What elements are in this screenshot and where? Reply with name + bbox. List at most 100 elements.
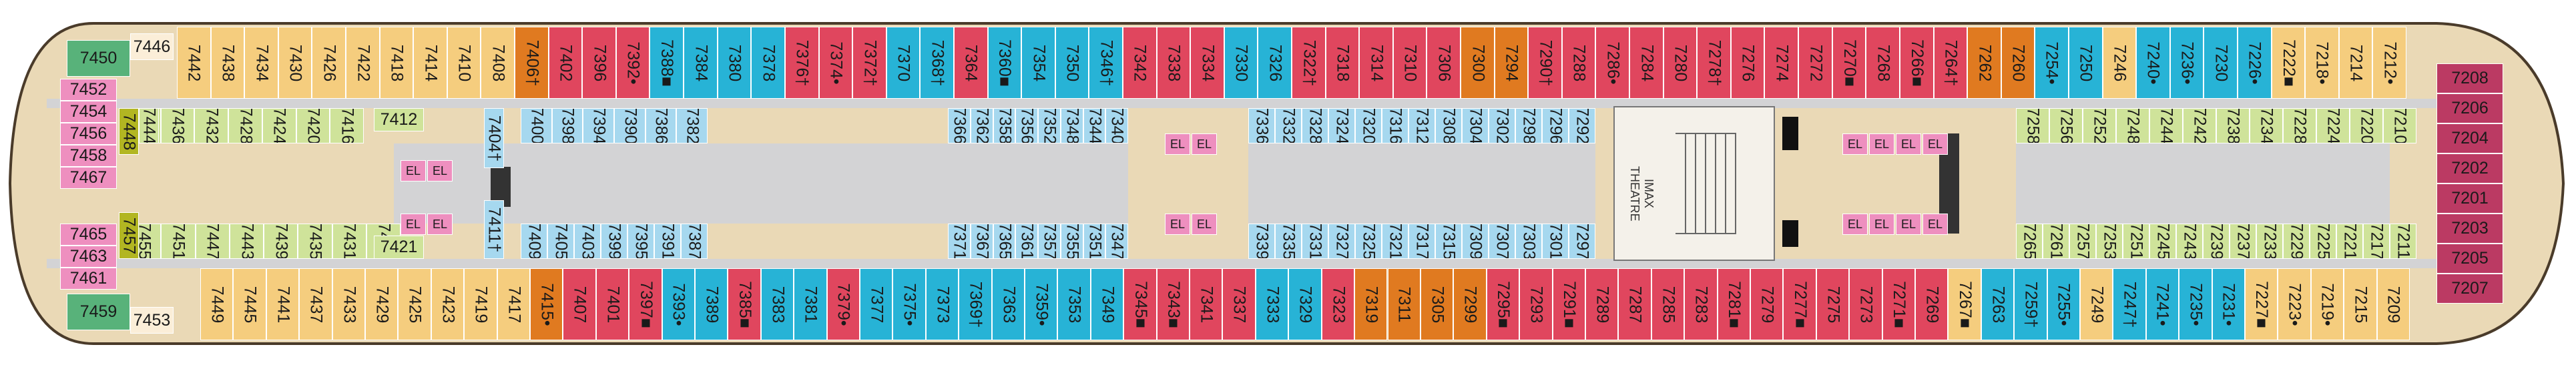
cabin-7235[interactable]: 7235• [2179,268,2212,340]
cabin-7386[interactable]: 7386 [645,108,677,143]
cabin-7309[interactable]: 7309 [1462,224,1489,259]
cabin-7442[interactable]: 7442 [177,27,211,99]
cabin-7305[interactable]: 7305 [1420,268,1454,340]
cabin-7307[interactable]: 7307 [1489,224,1515,259]
cabin-7247[interactable]: 7247† [2113,268,2146,340]
cabin-7421[interactable]: 7421 [374,236,424,259]
cabin-7302[interactable]: 7302 [1489,108,1515,143]
cabin-7425[interactable]: 7425 [398,268,431,340]
cabin-7326[interactable]: 7326 [1258,27,1292,99]
cabin-7389[interactable]: 7389 [695,268,728,340]
cabin-7270[interactable]: 7270■ [1832,27,1866,99]
cabin-7210[interactable]: 7210 [2383,108,2416,143]
cabin-7258[interactable]: 7258 [2016,108,2049,143]
cabin-7369[interactable]: 7369† [959,268,992,340]
cabin-7453[interactable]: 7453 [130,307,174,334]
cabin-7327[interactable]: 7327 [1328,224,1355,259]
cabin-7201[interactable]: 7201 [2436,184,2503,214]
cabin-7211[interactable]: 7211 [2390,224,2416,259]
cabin-7317[interactable]: 7317 [1408,224,1435,259]
cabin-7323[interactable]: 7323 [1321,268,1355,340]
cabin-7456[interactable]: 7456 [60,123,117,145]
cabin-7257[interactable]: 7257 [2069,224,2096,259]
cabin-7380[interactable]: 7380 [717,27,752,99]
cabin-7418[interactable]: 7418 [379,27,414,99]
cabin-7350[interactable]: 7350 [1055,27,1089,99]
cabin-7300[interactable]: 7300 [1461,27,1495,99]
cabin-7223[interactable]: 7223• [2278,268,2311,340]
cabin-7340[interactable]: 7340 [1105,108,1128,143]
cabin-7341[interactable]: 7341 [1190,268,1223,340]
cabin-7352[interactable]: 7352 [1038,108,1061,143]
cabin-7286[interactable]: 7286• [1595,27,1630,99]
cabin-7214[interactable]: 7214 [2338,27,2373,99]
cabin-7295[interactable]: 7295■ [1486,268,1520,340]
cabin-7364[interactable]: 7364 [953,27,988,99]
cabin-7320[interactable]: 7320 [1355,108,1382,143]
cabin-7412[interactable]: 7412 [374,108,424,131]
cabin-7228[interactable]: 7228 [2283,108,2316,143]
cabin-7205[interactable]: 7205 [2436,244,2503,274]
cabin-7347[interactable]: 7347 [1105,224,1128,259]
cabin-7371[interactable]: 7371 [948,224,971,259]
cabin-7372[interactable]: 7372† [852,27,886,99]
cabin-7433[interactable]: 7433 [332,268,365,340]
cabin-7336[interactable]: 7336 [1248,108,1275,143]
cabin-7381[interactable]: 7381 [794,268,827,340]
cabin-7265[interactable]: 7265 [2016,224,2043,259]
cabin-7429[interactable]: 7429 [365,268,399,340]
cabin-7202[interactable]: 7202 [2436,153,2503,184]
cabin-7322[interactable]: 7322† [1292,27,1326,99]
cabin-7399[interactable]: 7399 [601,224,627,259]
cabin-7332[interactable]: 7332 [1275,108,1302,143]
cabin-7437[interactable]: 7437 [299,268,332,340]
cabin-7296[interactable]: 7296 [1542,108,1569,143]
cabin-7331[interactable]: 7331 [1302,224,1328,259]
cabin-7333[interactable]: 7333 [1255,268,1289,340]
cabin-7329[interactable]: 7329 [1288,268,1322,340]
cabin-7384[interactable]: 7384 [684,27,718,99]
cabin-7285[interactable]: 7285 [1651,268,1685,340]
cabin-7251[interactable]: 7251 [2123,224,2149,259]
cabin-7459[interactable]: 7459 [67,294,130,330]
cabin-7463[interactable]: 7463 [60,246,117,268]
cabin-7338[interactable]: 7338 [1156,27,1191,99]
cabin-7391[interactable]: 7391 [654,224,681,259]
cabin-7334[interactable]: 7334 [1190,27,1224,99]
cabin-7212[interactable]: 7212• [2372,27,2406,99]
cabin-7288[interactable]: 7288 [1561,27,1596,99]
cabin-7276[interactable]: 7276 [1730,27,1765,99]
cabin-7236[interactable]: 7236• [2169,27,2204,99]
cabin-7301[interactable]: 7301 [1542,224,1569,259]
cabin-7358[interactable]: 7358 [993,108,1016,143]
cabin-7436[interactable]: 7436 [160,108,195,143]
cabin-7219[interactable]: 7219• [2310,268,2344,340]
cabin-7314[interactable]: 7314 [1359,27,1393,99]
cabin-7222[interactable]: 7222■ [2271,27,2306,99]
cabin-7241[interactable]: 7241• [2145,268,2179,340]
cabin-7383[interactable]: 7383 [760,268,794,340]
cabin-7298[interactable]: 7298 [1515,108,1542,143]
cabin-7227[interactable]: 7227■ [2244,268,2278,340]
cabin-7260[interactable]: 7260 [2001,27,2035,99]
cabin-7465[interactable]: 7465 [60,224,117,246]
cabin-7409[interactable]: 7409 [521,224,547,259]
cabin-7324[interactable]: 7324 [1328,108,1355,143]
cabin-7310[interactable]: 7310 [1392,27,1427,99]
cabin-7356[interactable]: 7356 [1015,108,1038,143]
cabin-7312[interactable]: 7312 [1408,108,1435,143]
cabin-7376[interactable]: 7376† [784,27,819,99]
cabin-7291[interactable]: 7291■ [1552,268,1585,340]
cabin-7461[interactable]: 7461 [60,268,117,290]
cabin-7395[interactable]: 7395 [627,224,654,259]
cabin-7393[interactable]: 7393• [662,268,696,340]
cabin-7443[interactable]: 7443 [229,224,264,259]
cabin-7204[interactable]: 7204 [2436,123,2503,153]
cabin-7366[interactable]: 7366 [948,108,971,143]
cabin-7287[interactable]: 7287 [1618,268,1651,340]
cabin-7414[interactable]: 7414 [413,27,447,99]
cabin-7217[interactable]: 7217 [2363,224,2390,259]
cabin-7256[interactable]: 7256 [2049,108,2083,143]
cabin-7401[interactable]: 7401 [595,268,629,340]
cabin-7467[interactable]: 7467 [60,167,117,189]
